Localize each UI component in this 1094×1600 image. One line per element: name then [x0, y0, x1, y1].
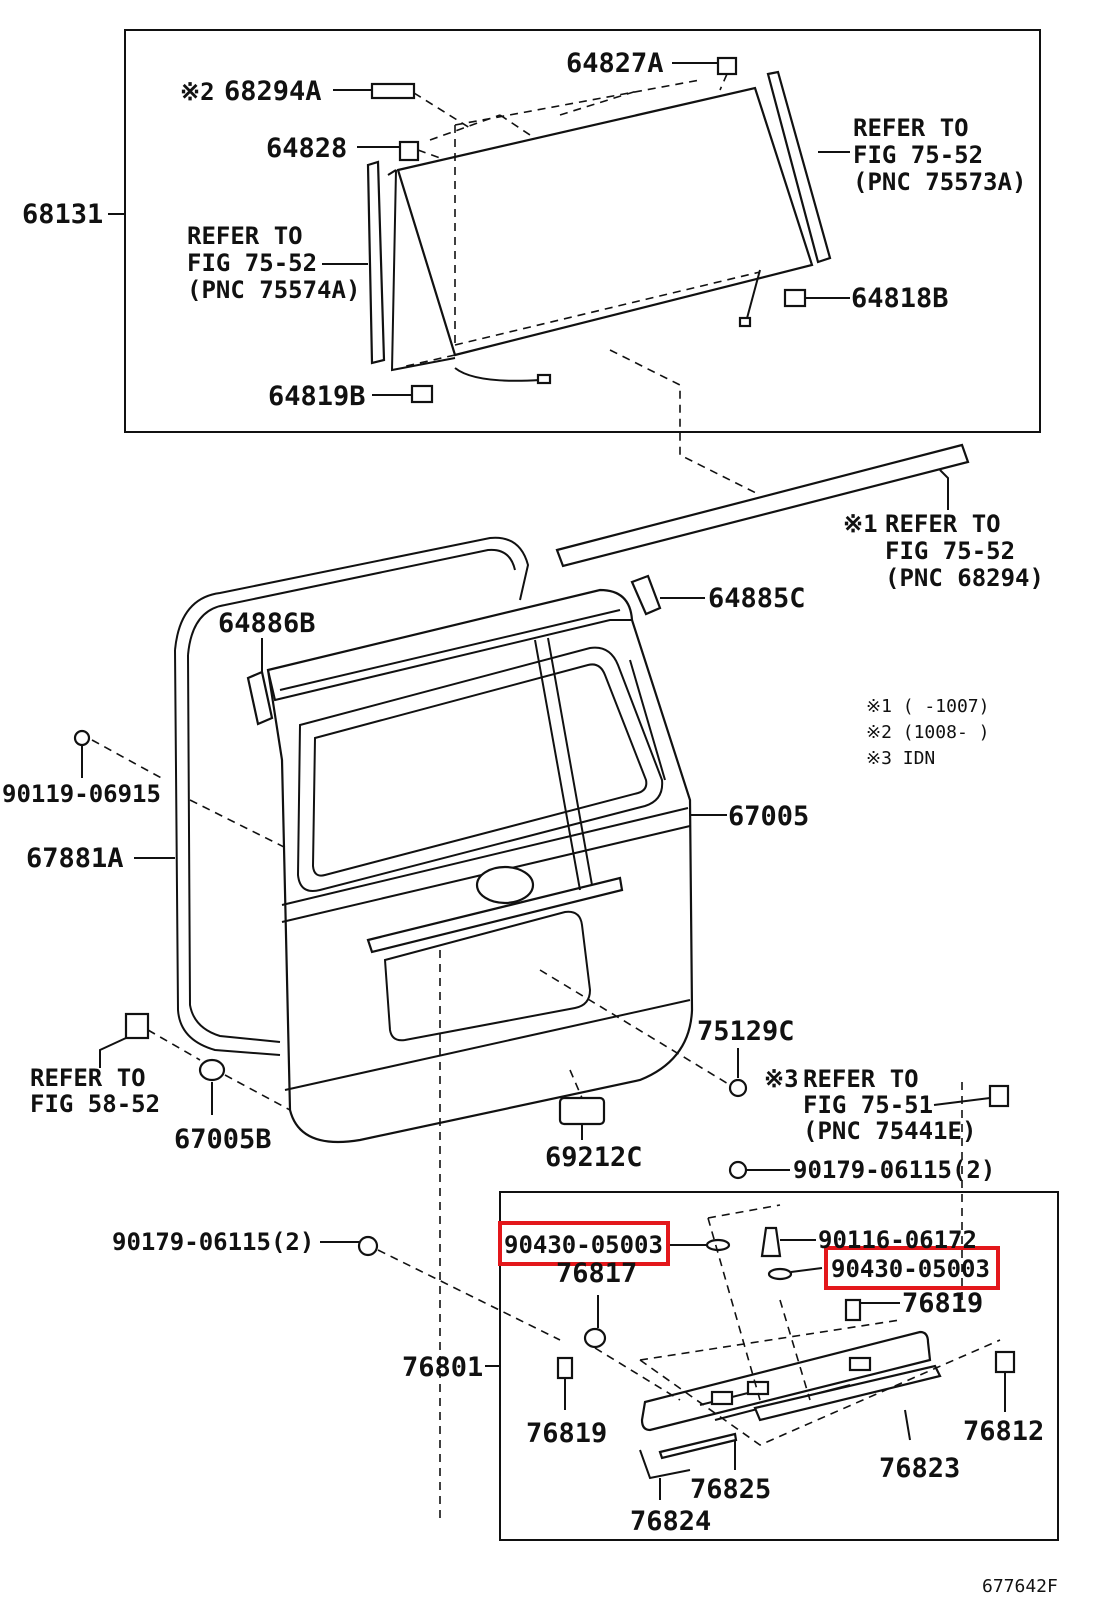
label-refer-75441E-line3: (PNC 75441E)	[803, 1117, 976, 1145]
label-note-1: ※1 ( -1007)	[866, 696, 989, 717]
label-64818B: 64818B	[851, 283, 949, 314]
label-note-mark-3: ※3	[764, 1065, 799, 1093]
label-refer-75573A-line1: REFER TO	[853, 114, 969, 142]
label-refer-75574A-line2: FIG 75-52	[187, 249, 317, 277]
label-64828: 64828	[266, 133, 347, 164]
label-68294A: 68294A	[224, 76, 322, 107]
label-refer-75573A-line2: FIG 75-52	[853, 141, 983, 169]
label-64885C: 64885C	[708, 583, 806, 614]
label-76812: 76812	[963, 1416, 1044, 1447]
lamp-69212C	[558, 1096, 606, 1126]
label-refer-58-52-line2: FIG 58-52	[30, 1090, 160, 1118]
clip-64819B	[410, 384, 434, 404]
label-76819-left: 76819	[526, 1418, 607, 1449]
label-refer-58-52-line1: REFER TO	[30, 1064, 146, 1092]
label-refer-75574A-line1: REFER TO	[187, 222, 303, 250]
nut-90179-right	[728, 1160, 748, 1180]
garnish-76823	[753, 1364, 942, 1422]
washer-90430-left	[705, 1238, 731, 1252]
label-76801: 76801	[402, 1352, 483, 1383]
label-note-mark-1: ※1	[843, 510, 878, 538]
label-90179-06115-right: 90179-06115(2)	[793, 1156, 995, 1184]
clip-64828	[398, 140, 420, 162]
nut-90179-left	[357, 1235, 379, 1257]
label-refer-75574A-line3: (PNC 75574A)	[187, 276, 360, 304]
label-note-2: ※2 (1008- )	[866, 722, 989, 743]
label-75129C: 75129C	[697, 1016, 795, 1047]
label-90430-05003-right: 90430-05003	[831, 1255, 990, 1283]
molding-76825	[658, 1432, 738, 1460]
label-refer-75441E-line1: REFER TO	[803, 1065, 919, 1093]
label-76824: 76824	[630, 1506, 711, 1537]
highlight-90430-05003-left	[498, 1221, 670, 1266]
label-refer-75441E-line2: FIG 75-51	[803, 1091, 933, 1119]
cover-64886B	[246, 670, 274, 726]
label-64827A: 64827A	[566, 48, 664, 79]
clip-76819-right	[844, 1298, 862, 1322]
bracket-76812	[994, 1350, 1016, 1374]
label-figure-id: 677642F	[982, 1576, 1058, 1597]
label-67005: 67005	[728, 801, 809, 832]
clip-64827A	[716, 56, 738, 76]
label-68131: 68131	[22, 199, 103, 230]
clip-64818B	[783, 288, 807, 308]
label-90179-06115-left: 90179-06115(2)	[112, 1228, 314, 1256]
label-64886B: 64886B	[218, 608, 316, 639]
back-window-glass	[396, 86, 814, 357]
label-refer-68294-line3: (PNC 68294)	[885, 564, 1044, 592]
clip-refer-75-51	[988, 1084, 1010, 1108]
label-note-3: ※3 IDN	[866, 748, 935, 769]
label-76823: 76823	[879, 1453, 960, 1484]
clip-76819-left	[556, 1356, 574, 1380]
label-76825: 76825	[690, 1474, 771, 1505]
cushion-67005B	[198, 1058, 226, 1082]
clip-76817	[583, 1327, 607, 1349]
label-note-mark-2: ※2	[180, 78, 215, 106]
label-refer-75573A-line3: (PNC 75573A)	[853, 168, 1026, 196]
label-refer-68294-line2: FIG 75-52	[885, 537, 1015, 565]
highlight-90430-05003-right	[824, 1246, 1000, 1290]
plug-75129C	[728, 1078, 748, 1098]
weatherstrip-68294	[555, 443, 970, 568]
label-64819B: 64819B	[268, 381, 366, 412]
glass-side-molding-left	[366, 160, 386, 365]
bolt-90119-06915	[73, 729, 91, 747]
molding-76824	[639, 1449, 691, 1480]
spacer-68294A	[370, 82, 416, 100]
back-window-glass-edge	[387, 169, 456, 372]
label-90116-06172: 90116-06172	[818, 1226, 977, 1254]
label-90430-05003-left: 90430-05003	[504, 1231, 663, 1259]
door-weatherstrip-67881A	[174, 536, 530, 1056]
cover-64885C	[630, 574, 662, 616]
screw-90116-06172	[760, 1226, 782, 1258]
label-67005B: 67005B	[174, 1124, 272, 1155]
door-window-opening	[296, 646, 664, 892]
back-door-panel-67005	[266, 588, 694, 1144]
label-90119-06915: 90119-06915	[2, 780, 161, 808]
label-67881A: 67881A	[26, 843, 124, 874]
glass-side-molding-right	[766, 70, 832, 264]
glass-group-box	[124, 29, 1041, 433]
washer-90430-right	[767, 1267, 793, 1281]
plate-refer-58-52	[124, 1012, 150, 1040]
label-76819-right: 76819	[902, 1288, 983, 1319]
label-refer-68294-line1: REFER TO	[885, 510, 1001, 538]
label-76817: 76817	[556, 1258, 637, 1289]
label-69212C: 69212C	[545, 1142, 643, 1173]
garnish-76801	[640, 1330, 932, 1432]
license-plate-recess	[383, 910, 592, 1042]
